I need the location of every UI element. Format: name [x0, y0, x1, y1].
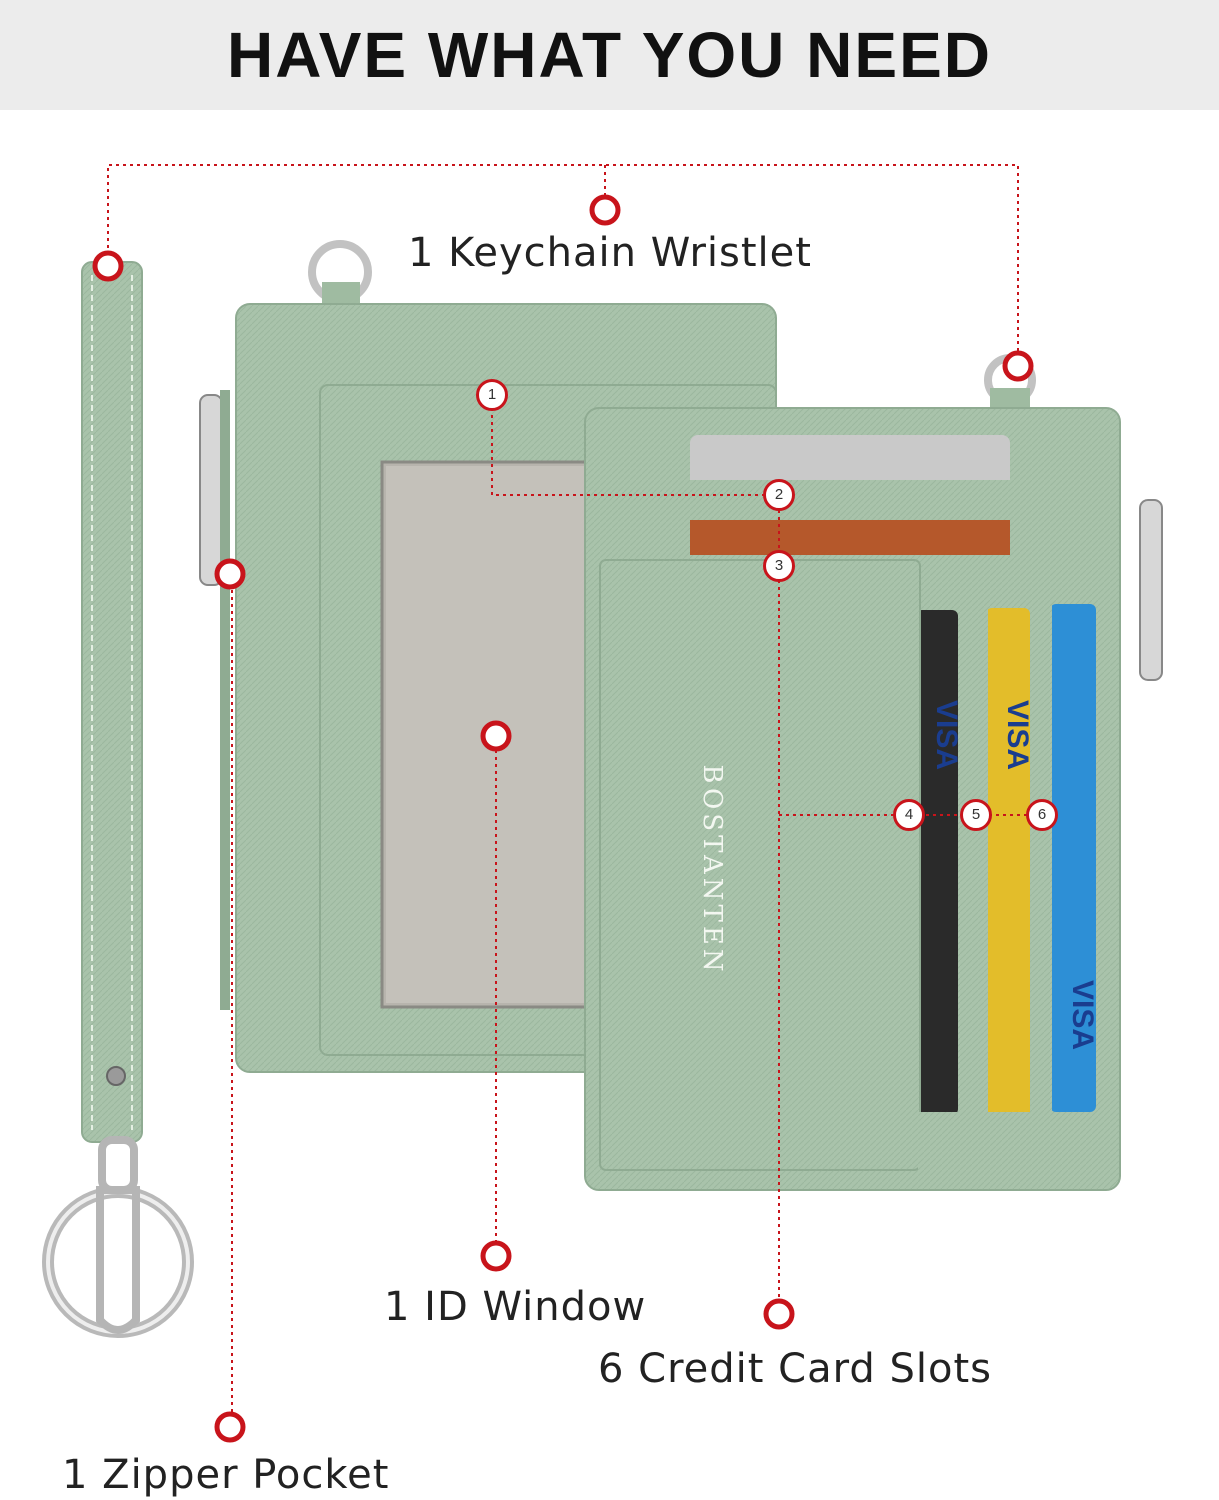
- slot-badge-3: 3: [763, 550, 795, 582]
- key-ring: [42, 1136, 194, 1338]
- slot-badge-1: 1: [476, 379, 508, 411]
- marker-circles: [92, 194, 1034, 1443]
- page-title: HAVE WHAT YOU NEED: [227, 19, 992, 91]
- brand-logo: BOSTANTEN: [697, 764, 727, 976]
- wristlet-strap: [81, 261, 143, 1143]
- label-zipper-pocket: 1 Zipper Pocket: [62, 1452, 390, 1498]
- connector-lines: [107, 164, 1030, 1412]
- slot-badge-6: 6: [1026, 799, 1058, 831]
- label-id-window: 1 ID Window: [384, 1284, 647, 1330]
- front-wallet: [584, 354, 1163, 1191]
- visa-logo-1: VISA: [930, 700, 963, 770]
- slot-badge-4: 4: [893, 799, 925, 831]
- slot-badge-2: 2: [763, 479, 795, 511]
- visa-logo-2: VISA: [1001, 700, 1034, 770]
- label-credit-card-slots: 6 Credit Card Slots: [598, 1346, 992, 1392]
- header-banner: HAVE WHAT YOU NEED: [0, 0, 1219, 110]
- label-keychain-wristlet: 1 Keychain Wristlet: [408, 230, 812, 276]
- slot-badge-5: 5: [960, 799, 992, 831]
- visa-logo-3: VISA: [1066, 980, 1099, 1050]
